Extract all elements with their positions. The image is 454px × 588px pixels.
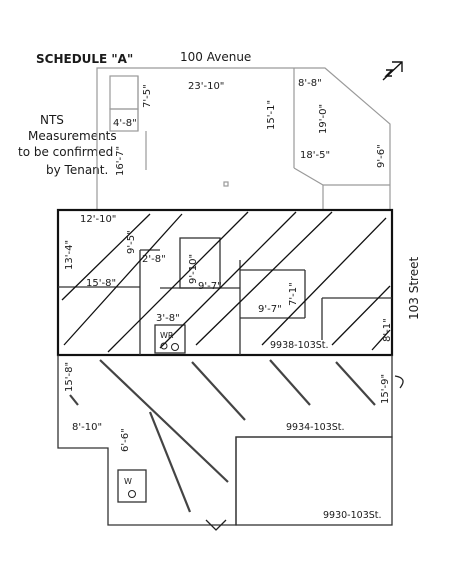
- dim-mid-left-height: 13'-4": [64, 240, 75, 270]
- dim-top-right-width: 8'-8": [298, 78, 322, 89]
- street-label-right: 103 Street: [407, 257, 421, 320]
- note-line-3: to be confirmed: [18, 145, 113, 159]
- washroom-label-lower: W: [124, 477, 132, 486]
- dim-mid-inner-height: 9'-5": [126, 230, 137, 254]
- lower-unit-outline: [57, 355, 393, 526]
- schedule-title: SCHEDULE "A": [36, 52, 133, 66]
- dim-top-main-width: 23'-10": [188, 81, 224, 92]
- dim-top-mid-height: 15'-1": [266, 100, 277, 130]
- north-arrow-icon: [382, 61, 403, 81]
- unit-address-upper: 9938-103St.: [270, 340, 329, 351]
- dim-top-right-room-width: 18'-5": [300, 150, 330, 161]
- dim-mid-small-width: 2'-8": [142, 254, 166, 265]
- dim-mid-center-height: 9'-10": [188, 254, 199, 284]
- dim-mid-far-right-height: 8'-1": [382, 318, 393, 342]
- note-line-1: NTS: [40, 113, 64, 127]
- dim-mid-wr-width: 3'-8": [156, 313, 180, 324]
- bottom-unit-outline: [235, 436, 393, 526]
- dim-lower-left-height: 15'-8": [64, 362, 75, 392]
- toilet-icon: [160, 342, 179, 351]
- dim-mid-center-width: 9'-7": [198, 281, 222, 292]
- note-line-2: Measurements: [28, 129, 117, 143]
- dim-top-small-height: 7'-5": [142, 84, 153, 108]
- dim-top-right-edge-height: 9'-6": [376, 144, 387, 168]
- unit-address-bottom: 9930-103St.: [323, 510, 382, 521]
- dim-mid-left-width: 15'-8": [86, 278, 116, 289]
- dim-mid-right-height: 7'-1": [288, 282, 299, 306]
- note-line-4: by Tenant.: [46, 163, 108, 177]
- upper-unit-outline: [96, 67, 391, 210]
- middle-unit-hatching: [61, 211, 391, 353]
- dim-lower-small-height: 6'-6": [120, 428, 131, 452]
- washroom-label-upper: WR: [160, 331, 174, 340]
- dim-top-small-width: 4'-8": [113, 118, 137, 129]
- middle-unit-outline: [56, 208, 394, 357]
- door-mark: [205, 375, 404, 531]
- street-label-top: 100 Avenue: [180, 50, 251, 64]
- lower-unit-hatching: [69, 359, 376, 513]
- unit-address-lower: 9934-103St.: [286, 422, 345, 433]
- dim-lower-left-width: 8'-10": [72, 422, 102, 433]
- dim-mid-right-width: 9'-7": [258, 304, 282, 315]
- dim-top-left-height: 16'-7": [115, 146, 126, 176]
- dim-top-right-height: 19'-0": [318, 104, 329, 134]
- dim-lower-right-height: 15'-9": [380, 374, 391, 404]
- dim-mid-top-width: 12'-10": [80, 214, 116, 225]
- toilet-icon-lower: [128, 490, 136, 498]
